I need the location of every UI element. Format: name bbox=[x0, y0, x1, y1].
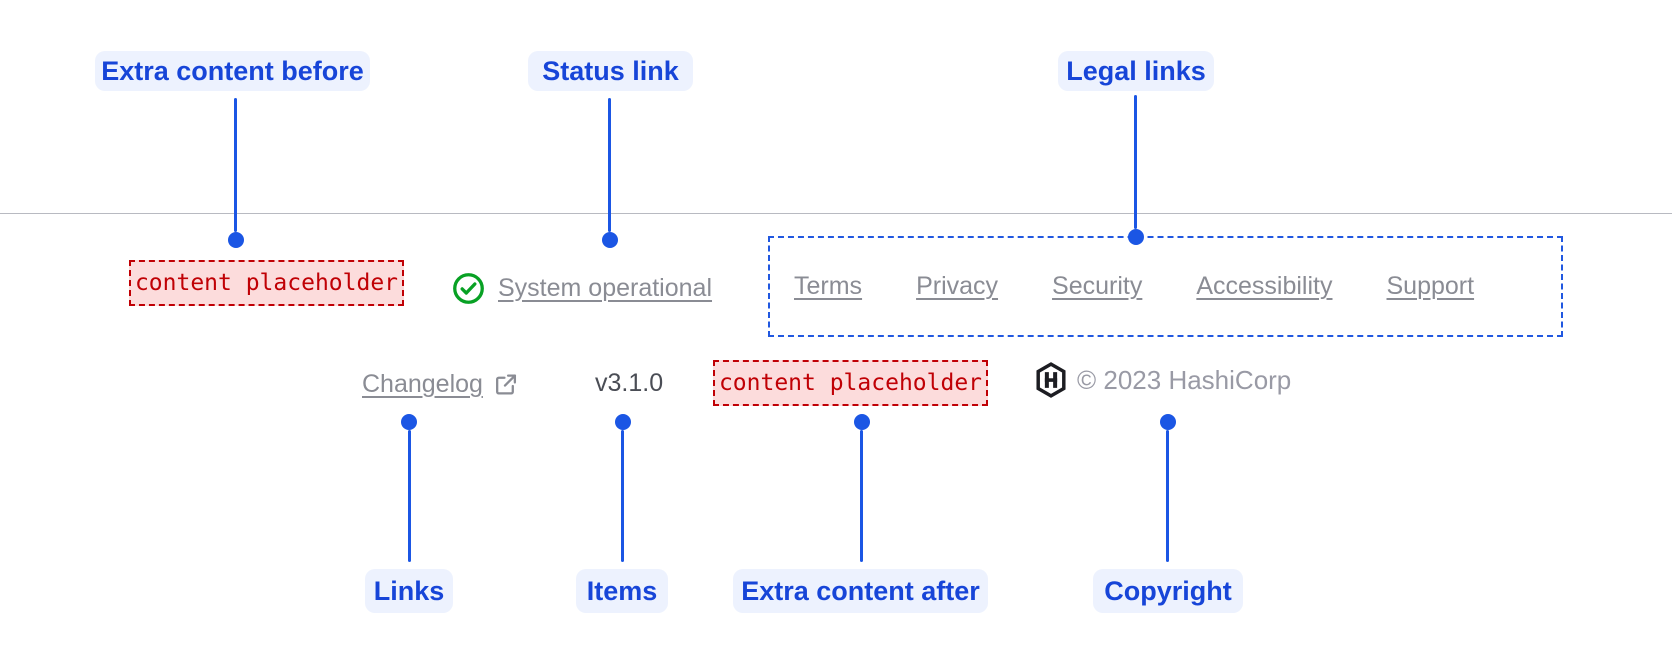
changelog-link-label[interactable]: Changelog bbox=[362, 369, 483, 398]
legal-link-accessibility[interactable]: Accessibility bbox=[1196, 272, 1333, 300]
callout-copyright: Copyright bbox=[1093, 569, 1243, 613]
callout-dot-copyright bbox=[1160, 414, 1176, 430]
copyright-item: © 2023 HashiCorp bbox=[1035, 361, 1291, 399]
callout-line-status-link bbox=[608, 98, 611, 232]
callout-extra-content-before: Extra content before bbox=[95, 51, 370, 91]
status-link[interactable]: System operational bbox=[452, 270, 712, 306]
placeholder-text: content placeholder bbox=[134, 270, 399, 296]
check-circle-icon bbox=[452, 272, 485, 305]
callout-line-extra-content-before bbox=[234, 98, 237, 232]
extra-content-after-placeholder: content placeholder bbox=[713, 360, 988, 406]
callout-dot-extra-content-after bbox=[854, 414, 870, 430]
copyright-text: © 2023 HashiCorp bbox=[1077, 364, 1292, 395]
footer-top-border bbox=[0, 213, 1672, 214]
callout-links: Links bbox=[365, 569, 453, 613]
callout-dot-status-link bbox=[602, 232, 618, 248]
placeholder-text: content placeholder bbox=[718, 370, 983, 396]
callout-extra-content-after: Extra content after bbox=[733, 569, 988, 613]
version-item: v3.1.0 bbox=[595, 369, 664, 397]
callout-legal-links: Legal links bbox=[1058, 51, 1214, 91]
status-link-label[interactable]: System operational bbox=[498, 273, 713, 302]
callout-line-legal-links bbox=[1134, 95, 1137, 229]
legal-link-support[interactable]: Support bbox=[1386, 272, 1475, 300]
callout-dot-extra-content-before bbox=[228, 232, 244, 248]
callout-dot-items bbox=[615, 414, 631, 430]
callout-dot-links bbox=[401, 414, 417, 430]
legal-links-group: Terms Privacy Security Accessibility Sup… bbox=[768, 236, 1563, 337]
external-link-icon bbox=[493, 372, 518, 397]
callout-line-links bbox=[408, 430, 411, 562]
callout-line-items bbox=[621, 430, 624, 562]
changelog-link[interactable]: Changelog bbox=[362, 366, 518, 402]
hashicorp-logo bbox=[1035, 362, 1067, 398]
legal-link-terms[interactable]: Terms bbox=[794, 272, 863, 300]
legal-link-security[interactable]: Security bbox=[1052, 272, 1143, 300]
callout-line-extra-content-after bbox=[860, 430, 863, 562]
callout-dot-legal-links bbox=[1128, 229, 1144, 245]
callout-status-link: Status link bbox=[528, 51, 693, 91]
extra-content-before-placeholder: content placeholder bbox=[129, 260, 404, 306]
callout-line-copyright bbox=[1166, 430, 1169, 562]
callout-items: Items bbox=[576, 569, 668, 613]
legal-link-privacy[interactable]: Privacy bbox=[916, 272, 999, 300]
